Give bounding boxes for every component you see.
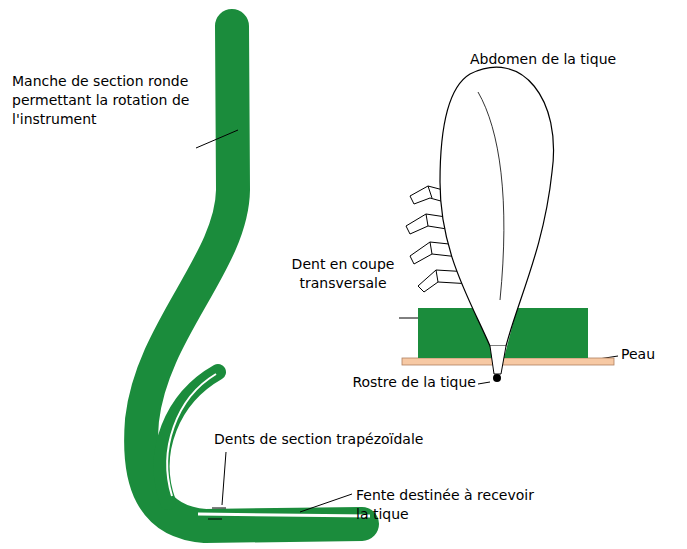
skin: [402, 358, 614, 365]
leader-line: [196, 130, 238, 148]
leader-line: [300, 494, 352, 512]
part-label: Rostre de la tique: [300, 373, 476, 392]
tick-head: [490, 346, 506, 374]
teeth: [208, 508, 226, 519]
part-label: Fente destinée à recevoir la tique: [356, 486, 536, 524]
leader-line: [478, 382, 490, 384]
tick-rostrum: [493, 374, 501, 382]
hook-inner-curl: [162, 372, 218, 502]
part-label: Abdomen de la tique: [470, 50, 682, 69]
part-label: Peau: [621, 345, 683, 364]
part-label: Manche de section ronde permettant la ro…: [12, 72, 198, 129]
curl-gap: [167, 374, 216, 496]
part-label: Dents de section trapézoïdale: [214, 430, 474, 449]
tick-abdomen-fold: [478, 92, 504, 300]
leader-line: [222, 452, 226, 505]
slot: [198, 514, 370, 516]
part-label: Dent en coupe transversale: [290, 255, 396, 293]
tick-abdomen: [440, 67, 554, 346]
